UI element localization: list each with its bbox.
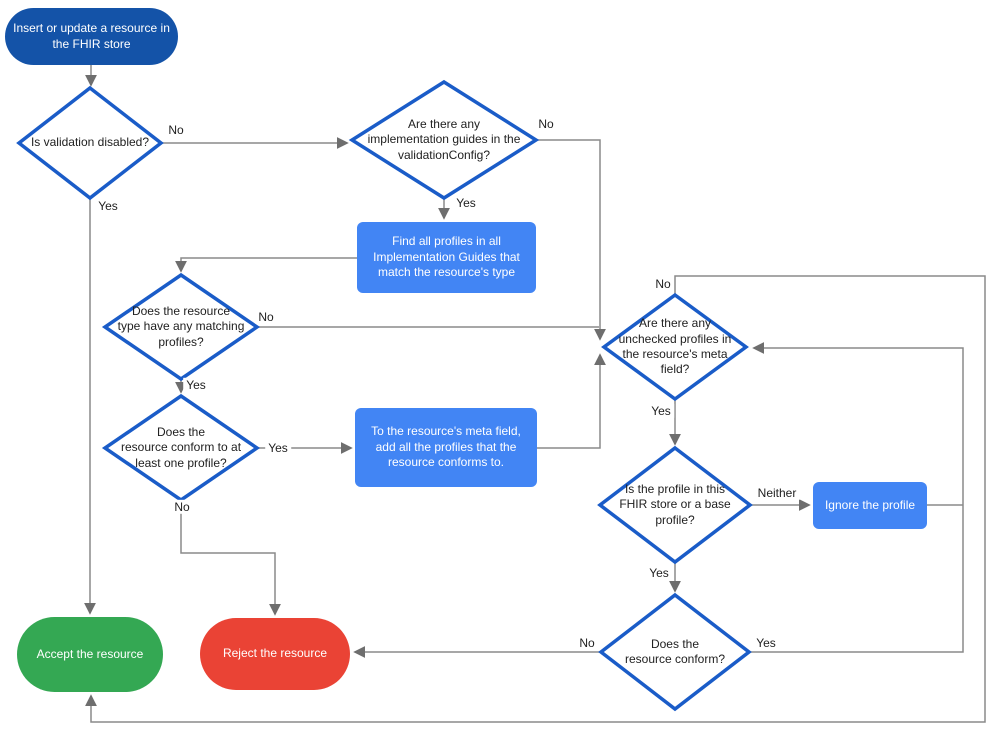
- edge-label-unchecked-profiles-yes: Yes: [648, 403, 674, 419]
- process-add-profiles: To the resource's meta field, add all th…: [355, 408, 537, 487]
- process-find-profiles: Find all profiles in all Implementation …: [357, 222, 536, 293]
- edge-label-conform-one-profile-no: No: [171, 499, 193, 515]
- decision-profile-in-store: Is the profile in this FHIR store or a b…: [619, 481, 731, 527]
- edges: [84, 65, 986, 723]
- edge-label-profile-in-store-neither: Neither: [754, 485, 800, 501]
- edge-resource-conform-yes-loop: [749, 342, 964, 653]
- edge-label-implementation-guides-no: No: [535, 116, 557, 132]
- terminal-accept: Accept the resource: [17, 617, 163, 692]
- decision-resource-conform: Does the resource conform?: [624, 636, 726, 666]
- edge-find-profiles-to-matching-profiles: [175, 257, 357, 273]
- start-node: Insert or update a resource in the FHIR …: [5, 8, 178, 65]
- decision-matching-profiles-shape: [101, 272, 261, 382]
- edge-conform-one-profile-no-to-reject: [180, 500, 281, 616]
- terminal-reject: Reject the resource: [200, 618, 350, 690]
- decision-profile-in-store-shape: [597, 445, 753, 565]
- edge-label-unchecked-profiles-no: No: [652, 276, 674, 292]
- edge-label-validation-disabled-no: No: [165, 122, 187, 138]
- decision-validation-disabled: Is validation disabled?: [30, 135, 150, 150]
- edge-label-matching-profiles-yes: Yes: [183, 377, 209, 393]
- edge-label-resource-conform-yes: Yes: [753, 635, 779, 651]
- edge-add-profiles-to-unchecked-profiles: [537, 353, 606, 449]
- decision-matching-profiles: Does the resource type have any matching…: [117, 303, 245, 349]
- edge-label-matching-profiles-no: No: [255, 309, 277, 325]
- decision-shapes: [16, 79, 753, 712]
- decision-conform-one-profile: Does the resource conform to at least on…: [120, 424, 242, 470]
- edge-label-validation-disabled-yes: Yes: [95, 198, 121, 214]
- decision-unchecked-profiles-shape: [601, 292, 749, 402]
- edge-label-conform-one-profile-yes: Yes: [265, 440, 291, 456]
- edge-label-resource-conform-no: No: [576, 635, 598, 651]
- decision-validation-disabled-shape: [16, 85, 164, 201]
- edge-implementation-guides-no: [536, 139, 606, 341]
- decision-implementation-guides-shape: [348, 79, 540, 201]
- decision-unchecked-profiles: Are there any unchecked profiles in the …: [618, 316, 732, 377]
- decision-implementation-guides: Are there any implementation guides in t…: [367, 116, 521, 162]
- edge-unchecked-profiles-no-to-accept: [85, 275, 986, 723]
- decision-resource-conform-shape: [598, 592, 752, 712]
- process-ignore-profile: Ignore the profile: [813, 482, 927, 529]
- edge-label-implementation-guides-yes: Yes: [453, 195, 479, 211]
- edge-label-profile-in-store-yes: Yes: [646, 565, 672, 581]
